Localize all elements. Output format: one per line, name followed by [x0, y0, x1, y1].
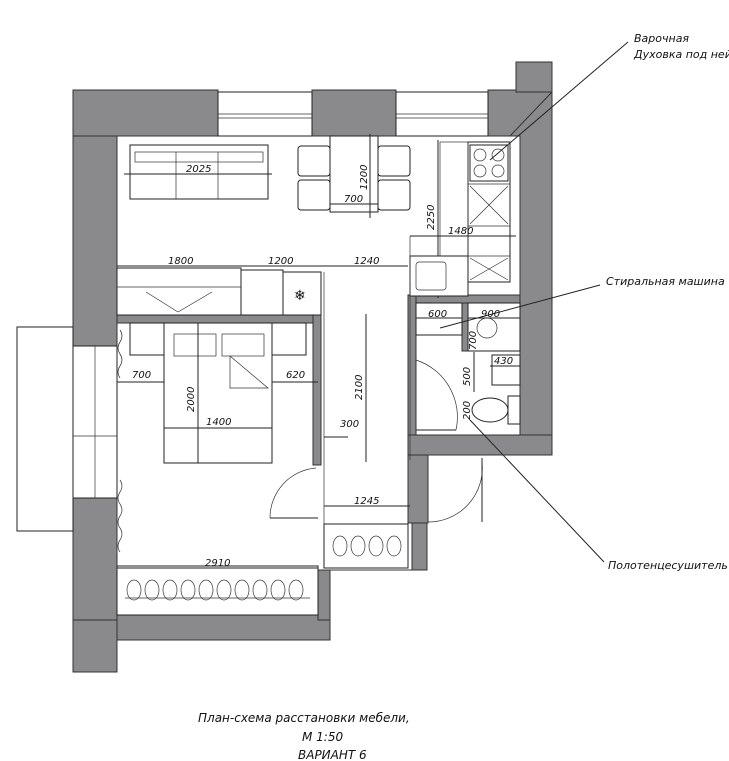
wall-top-mid: [311, 89, 397, 137]
partition-bedroom-right: [312, 314, 322, 466]
dim-corridor: 1240: [354, 256, 379, 267]
dim-fridge: 1200: [268, 256, 293, 267]
wall-hall-right: [407, 454, 429, 524]
chair: [297, 145, 331, 177]
nightstand: [271, 322, 307, 356]
dim-sofa: 2025: [186, 164, 211, 175]
hangers-icon: [126, 579, 304, 601]
hall: 2100 300 1245: [323, 314, 483, 569]
blanket-fold: [229, 355, 269, 389]
burner-icon: [473, 164, 487, 178]
dim-wardrobe: 1800: [168, 256, 193, 267]
caption-line2: М 1:50: [302, 730, 343, 744]
nightstand: [129, 322, 165, 356]
chair: [297, 179, 331, 211]
toilet: [471, 397, 509, 423]
burner-icon: [491, 148, 505, 162]
bath-sink: [415, 302, 463, 336]
entry-door-swing: [427, 461, 483, 523]
pillow: [173, 333, 217, 357]
dim-bed-left: 700: [132, 370, 151, 381]
curtain: [117, 479, 123, 553]
dim-table-depth: 1200: [359, 165, 370, 190]
dim-hall-gap: 300: [340, 419, 359, 430]
wardrobe: [116, 267, 242, 316]
sofa: [129, 144, 269, 200]
hob: [469, 144, 509, 182]
pillow: [221, 333, 265, 357]
dim-bedroom-width: 2910: [205, 558, 230, 569]
dim-bed-width: 1400: [206, 417, 231, 428]
fridge-cabinet: [240, 269, 284, 316]
label-stove-line1: Варочная: [634, 32, 689, 45]
hall-wardrobe: [323, 523, 409, 569]
curtain: [117, 329, 123, 379]
bedroom: 700 620 2000 1400 2910: [116, 322, 319, 616]
kitchen-lower-cabinet: [409, 255, 469, 297]
toilet-tank: [507, 395, 521, 425]
label-washer: Стиральная машина: [606, 275, 725, 288]
wall-bath-bottom: [407, 434, 553, 456]
wall-bottom: [116, 614, 331, 641]
caption-line1: План-схема расстановки мебели,: [198, 711, 410, 725]
wall-bottom-hall: [317, 519, 428, 621]
dim-bed-right: 620: [286, 370, 305, 381]
fridge: [282, 271, 322, 316]
bedroom-door-swing: [269, 467, 317, 519]
washing-machine: [467, 302, 521, 352]
bath-door-swing: [415, 359, 458, 431]
wall-top-left: [72, 89, 219, 137]
burner-icon: [491, 164, 505, 178]
dim-wc-gap: 500: [462, 367, 473, 386]
walls: [72, 61, 553, 673]
burner-icon: [473, 148, 487, 162]
chair: [377, 179, 411, 211]
balcony: [16, 326, 74, 532]
snowflake-icon: ❄: [294, 288, 306, 304]
dim-hall-length: 2100: [354, 375, 365, 400]
chair: [377, 145, 411, 177]
dim-kitchen-length: 2250: [426, 205, 437, 230]
caption-line3: ВАРИАНТ 6: [298, 748, 367, 761]
wall-left-upper: [72, 135, 118, 347]
hangers-icon: [332, 535, 402, 557]
wall-chimney: [515, 61, 553, 93]
dim-washer-d: 700: [468, 331, 479, 350]
bedroom-wardrobe: [116, 565, 319, 616]
dim-sink: 600: [428, 309, 447, 320]
dim-table-width: 700: [344, 194, 363, 205]
partition-bedroom-top: [116, 314, 322, 324]
dim-hall-width: 1245: [354, 496, 379, 507]
partition-bath-left: [407, 294, 417, 436]
living-area: 2025 1200 700 2250 1480: [116, 134, 516, 565]
bathroom: 600 900 700 430 500 200: [415, 302, 521, 431]
label-towel: Полотенцесушитель: [608, 559, 728, 572]
dim-kitchen-bottom: 1480: [448, 226, 473, 237]
leaders: [439, 41, 629, 563]
dim-bed-length: 2000: [186, 387, 197, 412]
wc-basin: [491, 354, 521, 386]
sink-icon: [415, 261, 447, 291]
label-stove-line2: Духовка под ней: [633, 48, 729, 61]
dim-wc-small: 200: [462, 401, 473, 420]
dim-wc-basin: 430: [494, 356, 513, 367]
bed: [163, 322, 273, 464]
windows: [16, 91, 489, 532]
